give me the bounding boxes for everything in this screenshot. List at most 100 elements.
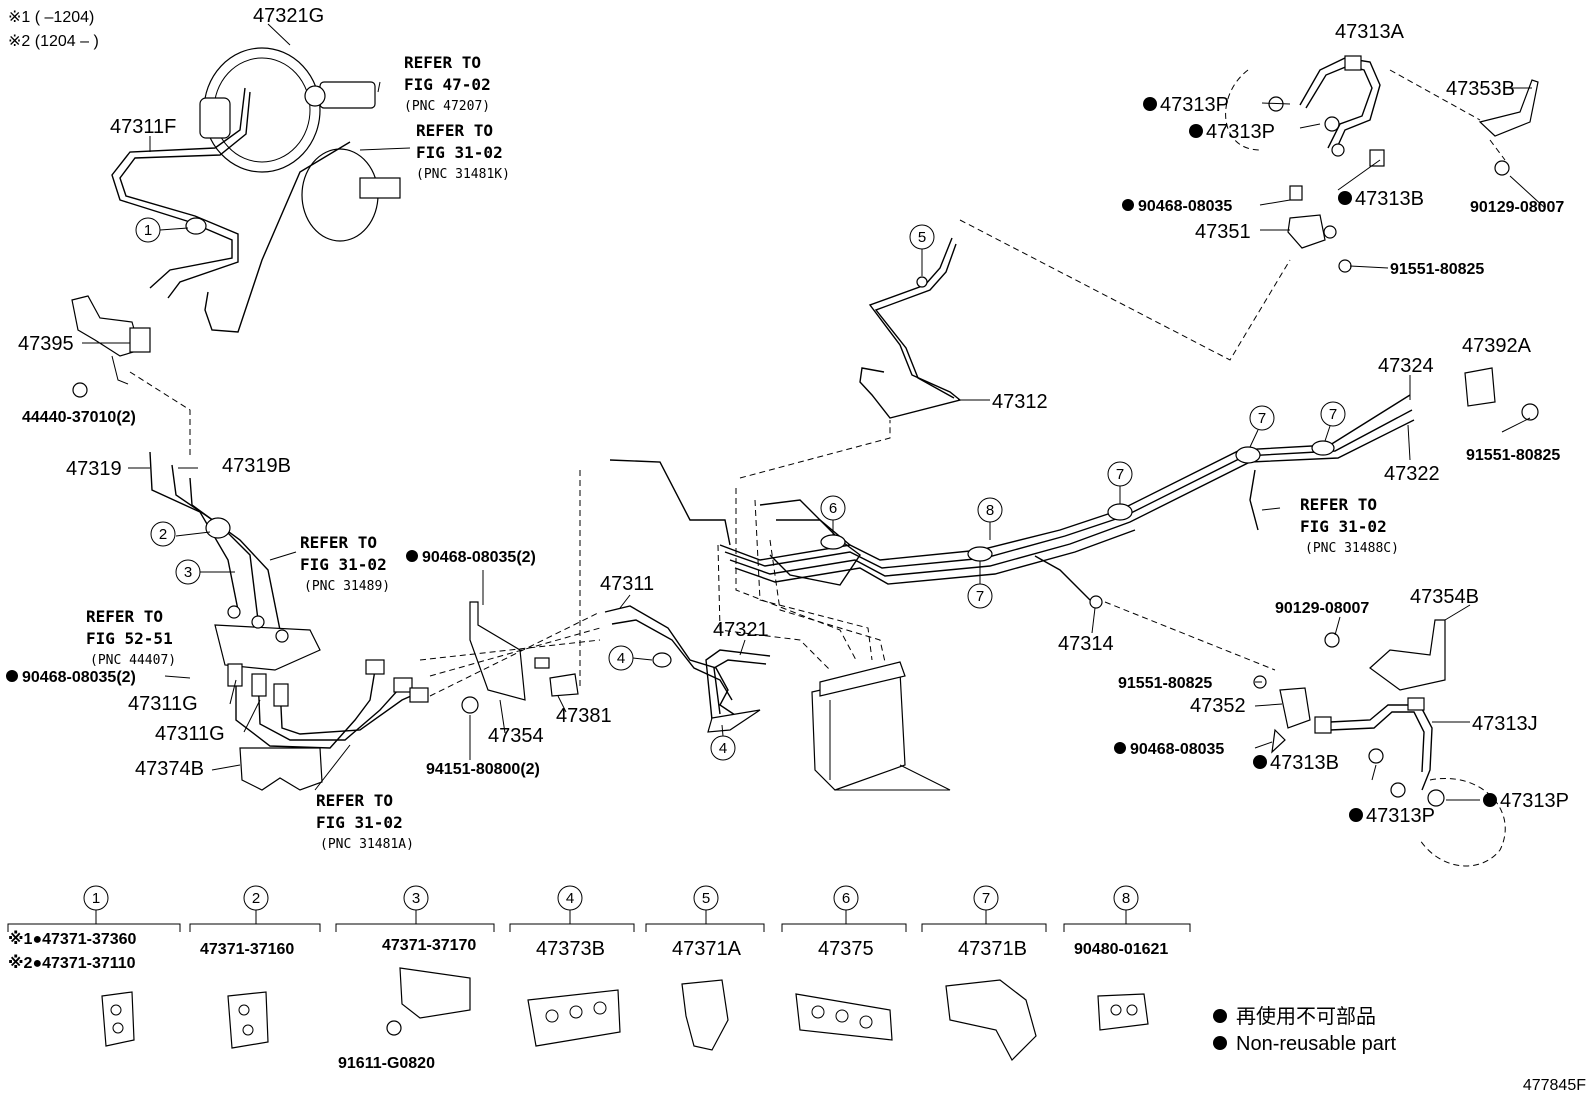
refer-note-6: REFER TO FIG 31-02 (PNC 31488C) bbox=[1300, 495, 1399, 556]
svg-text:5: 5 bbox=[702, 890, 710, 907]
label-47313A: 47313A bbox=[1335, 21, 1405, 43]
svg-text:REFER TO: REFER TO bbox=[1300, 495, 1377, 514]
non-reusable-dot bbox=[406, 550, 418, 562]
svg-text:REFER TO: REFER TO bbox=[86, 607, 163, 626]
label-47313B-top: 47313B bbox=[1355, 188, 1424, 210]
label-47313J: 47313J bbox=[1472, 713, 1538, 735]
label-47313P-3: 47313P bbox=[1366, 805, 1435, 827]
clamp-legend: 1 ※1●47371-37360 ※2●47371-37110 2 47371-… bbox=[7, 885, 1191, 1072]
refer-note-5: REFER TO FIG 31-02 (PNC 31481A) bbox=[316, 791, 414, 852]
non-reusable-dot bbox=[1189, 124, 1203, 138]
label-94151: 94151-80800(2) bbox=[426, 761, 540, 778]
label-47319: 47319 bbox=[66, 458, 122, 480]
leader-lines bbox=[82, 23, 1546, 801]
pipe-47321 bbox=[705, 649, 771, 733]
non-reusable-dot bbox=[6, 670, 18, 682]
callout-7d: 7 bbox=[1320, 401, 1346, 427]
svg-text:(PNC 31481A): (PNC 31481A) bbox=[320, 837, 414, 852]
clamp-47374B bbox=[239, 747, 323, 791]
label-47395: 47395 bbox=[18, 333, 74, 355]
svg-text:4: 4 bbox=[719, 740, 727, 757]
non-reusable-dot bbox=[1483, 793, 1497, 807]
label-47354: 47354 bbox=[488, 725, 544, 747]
label-47321: 47321 bbox=[713, 619, 769, 641]
legend-item-5: 5 47371A bbox=[645, 885, 765, 1051]
svg-text:(PNC 31481K): (PNC 31481K) bbox=[416, 167, 510, 182]
callout-2: 2 bbox=[150, 521, 176, 547]
svg-text:FIG 31-02: FIG 31-02 bbox=[300, 555, 387, 574]
label-47353B: 47353B bbox=[1446, 78, 1515, 100]
non-reusable-dot bbox=[1114, 742, 1126, 754]
refer-note-3: REFER TO FIG 31-02 (PNC 31489) bbox=[300, 533, 390, 594]
label-47313P-1: 47313P bbox=[1160, 94, 1229, 116]
callout-3: 3 bbox=[175, 559, 201, 585]
key-japanese: 再使用不可部品 bbox=[1236, 1005, 1376, 1028]
legend-item-4: 4 47373B bbox=[509, 885, 635, 1047]
callout-7c: 7 bbox=[1249, 405, 1275, 431]
svg-text:6: 6 bbox=[842, 890, 850, 907]
label-47354B: 47354B bbox=[1410, 586, 1479, 608]
svg-text:4: 4 bbox=[566, 890, 574, 907]
abs-actuator bbox=[811, 661, 951, 791]
bolt-44440 bbox=[72, 382, 88, 398]
callout-8: 8 bbox=[977, 497, 1003, 523]
bracket-47353B bbox=[1478, 79, 1539, 176]
legend-3-line-2: 91611-G0820 bbox=[338, 1055, 435, 1072]
variant-1-note: ※1 ( –1204) bbox=[8, 9, 94, 26]
svg-text:8: 8 bbox=[1122, 890, 1130, 907]
svg-text:7: 7 bbox=[1258, 410, 1266, 427]
non-reusable-dot bbox=[1338, 191, 1352, 205]
pipe-47311F bbox=[111, 87, 351, 333]
svg-text:FIG 31-02: FIG 31-02 bbox=[1300, 517, 1387, 536]
bracket-47354 bbox=[461, 601, 579, 714]
label-44440: 44440-37010(2) bbox=[22, 409, 136, 426]
svg-text:FIG 31-02: FIG 31-02 bbox=[316, 813, 403, 832]
bracket-47351 bbox=[1287, 185, 1352, 273]
svg-text:1: 1 bbox=[144, 222, 152, 239]
label-47311F: 47311F bbox=[110, 116, 176, 138]
svg-text:1: 1 bbox=[92, 890, 100, 907]
svg-text:3: 3 bbox=[184, 564, 192, 581]
svg-text:REFER TO: REFER TO bbox=[416, 121, 493, 140]
svg-text:FIG 52-51: FIG 52-51 bbox=[86, 629, 173, 648]
callout-7a: 7 bbox=[967, 583, 993, 609]
label-47381: 47381 bbox=[556, 705, 612, 727]
label-47314: 47314 bbox=[1058, 633, 1114, 655]
bracket-47395 bbox=[71, 295, 151, 385]
label-47311: 47311 bbox=[600, 573, 654, 595]
svg-text:7: 7 bbox=[982, 890, 990, 907]
label-90129-top: 90129-08007 bbox=[1470, 199, 1564, 216]
svg-text:(PNC 47207): (PNC 47207) bbox=[404, 99, 490, 114]
pipe-hub-lines bbox=[609, 394, 1415, 609]
label-47312: 47312 bbox=[992, 391, 1048, 413]
svg-text:REFER TO: REFER TO bbox=[316, 791, 393, 810]
legend-3-line-1: 47371-37170 bbox=[382, 937, 476, 954]
refer-note-4: REFER TO FIG 52-51 (PNC 44407) bbox=[86, 607, 176, 668]
legend-item-1: 1 ※1●47371-37360 ※2●47371-37110 bbox=[7, 885, 181, 1047]
label-47311G-b: 47311G bbox=[155, 723, 225, 745]
label-47352: 47352 bbox=[1190, 695, 1246, 717]
label-47322: 47322 bbox=[1384, 463, 1440, 485]
label-47313P-4: 47313P bbox=[1500, 790, 1569, 812]
pipe-47311 bbox=[604, 605, 736, 716]
label-90468-left: 90468-08035(2) bbox=[22, 669, 136, 686]
detail-ellipse-bottom bbox=[1419, 778, 1506, 867]
svg-text:FIG 47-02: FIG 47-02 bbox=[404, 75, 491, 94]
svg-text:6: 6 bbox=[829, 500, 837, 517]
svg-text:8: 8 bbox=[986, 502, 994, 519]
legend-item-2: 2 47371-37160 bbox=[189, 885, 321, 1049]
callout-4a: 4 bbox=[608, 645, 634, 671]
legend-2-line-1: 47371-37160 bbox=[200, 941, 294, 958]
legend-5-line-1: 47371A bbox=[672, 938, 742, 960]
hose-47313A bbox=[1268, 55, 1385, 167]
legend-1-line-1: ※1●47371-37360 bbox=[8, 930, 137, 948]
label-47319B: 47319B bbox=[222, 455, 291, 477]
pipe-47319-group bbox=[149, 451, 321, 671]
refer-note-2: REFER TO FIG 31-02 (PNC 31481K) bbox=[416, 121, 510, 182]
label-90129-bottom: 90129-08007 bbox=[1275, 600, 1369, 617]
legend-item-3: 3 47371-37170 91611-G0820 bbox=[335, 885, 495, 1072]
callout-7b: 7 bbox=[1107, 461, 1133, 487]
non-reusable-dot bbox=[1253, 755, 1267, 769]
detail-ellipse-top bbox=[1225, 69, 1261, 151]
